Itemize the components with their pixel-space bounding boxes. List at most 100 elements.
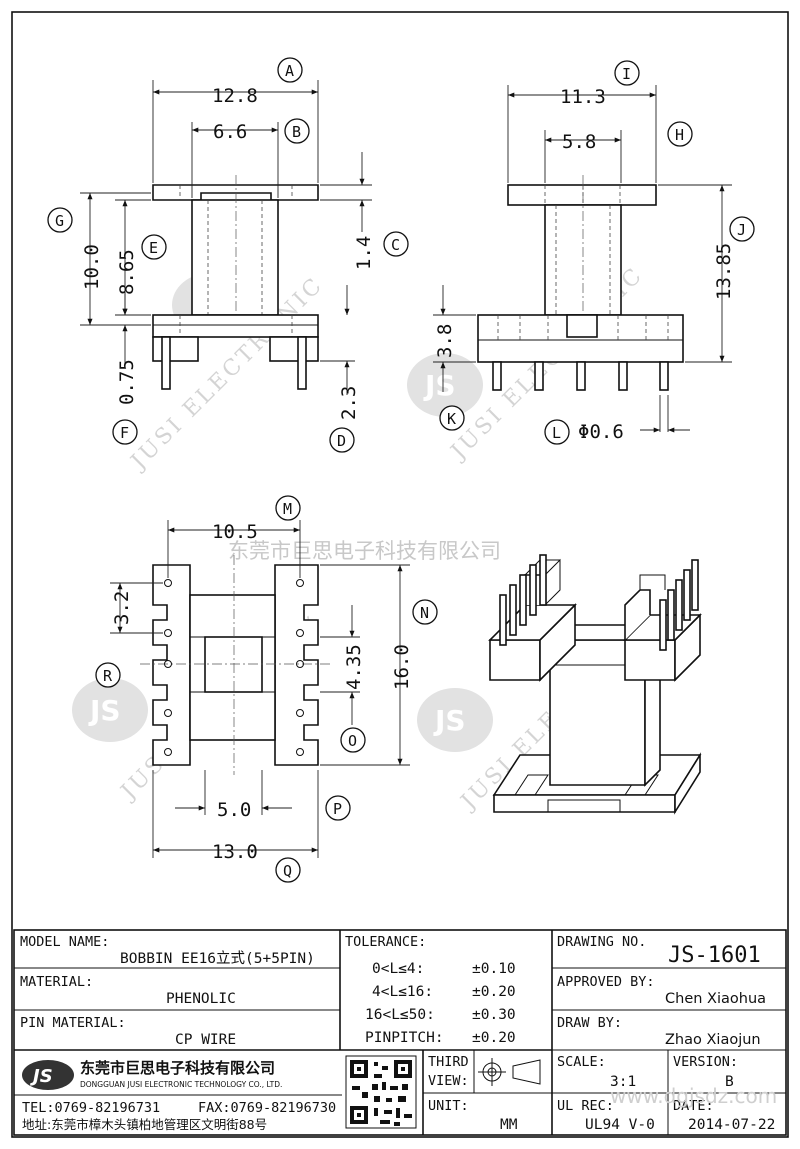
pin-hole [164,660,172,668]
pin [509,584,517,636]
pin-hole [164,748,172,756]
bobbin-core [191,199,279,316]
svg-text:B: B [292,123,301,141]
draw-by-value: Zhao Xiaojun [665,1032,761,1048]
callout-E [141,234,167,260]
dim-K: 3.8 [434,324,456,358]
address: 地址:东莞市樟木头镇柏地管理区文明街88号 [22,1117,267,1132]
pin [675,579,683,631]
svg-text:I: I [622,65,631,83]
svg-text:L: L [552,424,561,442]
sheet-border [11,11,789,1138]
callout-F [112,419,138,445]
front-view: 12.8 6.6 1.4 2.3 10.0 8.65 0.75 A B [47,57,409,453]
svg-text:E: E [149,239,158,257]
tolerance-label: TOLERANCE: [345,934,426,950]
company-name-en: DONGGUAN JUSI ELECTRONIC TECHNOLOGY CO.,… [80,1080,282,1089]
svg-text:JS: JS [30,1066,53,1087]
unit-value: MM [500,1117,518,1133]
tolerance-value-4: ±0.20 [472,1030,516,1046]
dim-E: 8.65 [116,249,138,295]
title-block: MODEL NAME: BOBBIN EE16立式(5+5PIN) MATERI… [13,929,787,1136]
bottom-flange [152,314,319,338]
svg-text:R: R [103,667,113,685]
pin [618,361,628,391]
callout-H [667,121,693,147]
pin [576,361,586,391]
draw-by-label: DRAW BY: [557,1015,622,1031]
svg-text:M: M [283,500,292,518]
third-view-label: THIRD [428,1054,469,1070]
date-label: DATE: [673,1098,714,1114]
callout-L [544,419,570,445]
pin-hole [296,660,304,668]
pin [519,574,527,626]
pin-hole [164,579,172,587]
dim-M: 10.5 [212,521,258,543]
svg-text:H: H [675,126,684,144]
pin-hole [296,748,304,756]
pin [683,569,691,621]
dim-L: Φ0.6 [578,421,624,443]
tolerance-range-3: 16<L≤50: [365,1007,435,1023]
dim-N: 16.0 [391,644,413,690]
bottom-view: 10.5 3.2 16.0 4.35 5.0 13.0 M N O P Q R [95,495,438,883]
callout-O [340,727,366,753]
svg-text:JS: JS [433,704,466,737]
watermark-logo-2: JS [407,353,483,417]
pin [539,554,547,606]
svg-text:N: N [420,604,429,622]
fax: FAX:0769-82196730 [198,1100,336,1116]
watermark-logo-3: JS [72,678,148,742]
pin-material-value: CP WIRE [175,1032,236,1048]
svg-text:D: D [337,432,346,450]
version-value: B [725,1074,734,1090]
pin [499,594,507,646]
dim-H: 5.8 [562,131,596,153]
version-label: VERSION: [673,1054,738,1070]
pin [667,589,675,641]
pin-hole [164,629,172,637]
dim-P: 5.0 [217,799,251,821]
unit-label: UNIT: [428,1098,469,1114]
pin [161,336,171,390]
svg-text:J: J [737,221,746,239]
qr-code [345,1055,417,1129]
pin-material-label: PIN MATERIAL: [20,1015,126,1031]
callout-N [412,599,438,625]
svg-text:C: C [391,236,400,254]
callout-M [275,495,301,521]
dim-D: 2.3 [338,386,360,420]
dim-A: 12.8 [212,85,258,107]
dim-F: 0.75 [116,359,138,405]
dim-G: 10.0 [81,244,103,290]
pin [529,564,537,616]
callout-P [325,795,351,821]
approved-by-label: APPROVED BY: [557,974,655,990]
drawing-no-value: JS-1601 [668,943,761,968]
callout-G [47,207,73,233]
svg-text:F: F [120,424,129,442]
watermark-logo-4: JS [417,688,493,752]
pin [659,599,667,651]
svg-text:P: P [333,800,342,818]
pin-hole [296,709,304,717]
tolerance-value-3: ±0.30 [472,1007,516,1023]
svg-text:JS: JS [88,694,121,727]
dim-O: 4.35 [343,644,365,690]
callout-I [614,60,640,86]
third-view-label-2: VIEW: [428,1073,469,1089]
tolerance-range-2: 4<L≤16: [372,984,433,1000]
material-value: PHENOLIC [166,991,236,1007]
callout-Q [275,857,301,883]
date-value: 2014-07-22 [688,1117,775,1133]
pin-hole [296,629,304,637]
website-watermark: www.dgjsdz.com [610,1084,777,1108]
ul-rec-label: UL REC: [557,1098,614,1114]
drawing-no-label: DRAWING NO. [557,934,646,950]
svg-text:Q: Q [283,862,292,880]
dim-I: 11.3 [560,86,606,108]
callout-B [284,118,310,144]
callout-A [277,57,303,83]
